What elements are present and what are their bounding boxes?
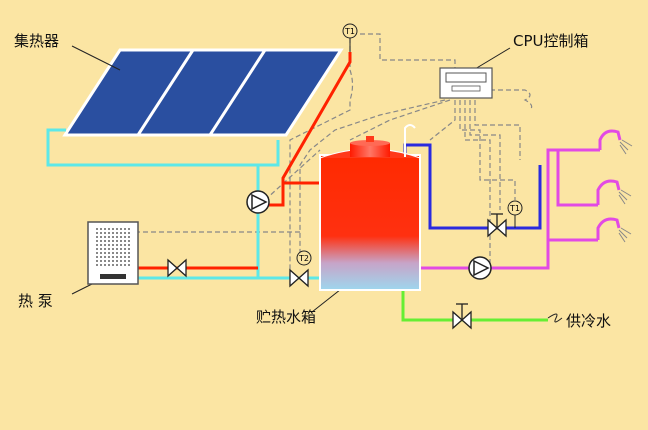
- sensor-t1-top: T1: [342, 23, 358, 52]
- collector-label: 集热器: [14, 32, 60, 50]
- storage-tank: [319, 124, 421, 291]
- cold-water-label: 供冷水: [566, 312, 612, 330]
- sensor-t1-hot: T1: [507, 200, 523, 228]
- circulation-pump-supply: [468, 256, 492, 280]
- heat-pump-label: 热 泵: [18, 292, 53, 310]
- sensor-t2-tank: T2: [296, 250, 312, 266]
- blue-supply-pipe: [403, 143, 542, 230]
- cpu-control-box-label: CPU控制箱: [513, 32, 589, 50]
- sensor-t1-hot-label: T1: [509, 204, 520, 213]
- control-wire-valve: [469, 100, 501, 210]
- control-wire-t1-hot: [459, 100, 516, 200]
- collector-panel-3: [207, 48, 344, 137]
- storage-tank-label: 贮热水箱: [256, 308, 317, 326]
- valve-heatpump: [167, 258, 187, 278]
- tank-cap: [350, 143, 390, 157]
- hot-pipes: [138, 52, 352, 270]
- control-wire-t1-top: [289, 30, 354, 285]
- heat-pump-unit: [87, 221, 139, 285]
- sensor-t2-label: T2: [298, 254, 309, 263]
- control-wire-cpu-up: [360, 33, 456, 70]
- solar-collector: [62, 48, 344, 137]
- cold-water-pipe: [401, 290, 548, 322]
- circulation-pump-collector: [246, 190, 270, 214]
- control-wire-a: [429, 100, 456, 141]
- control-wire-pump: [464, 100, 491, 270]
- valve-cold-water: [452, 303, 472, 330]
- control-wire-c: [490, 89, 533, 111]
- faucet-sprays: [618, 139, 633, 243]
- sensor-t1-top-label: T1: [344, 27, 355, 36]
- control-wires: [135, 30, 533, 285]
- vent-pipe: [404, 124, 416, 157]
- valve-tank-inlet: [289, 268, 309, 288]
- valve-hot-supply: [487, 213, 507, 238]
- cpu-control-box: [439, 67, 493, 99]
- tank-body: [319, 154, 421, 291]
- control-wire-t2: [299, 99, 446, 255]
- control-wire-b: [474, 100, 521, 160]
- control-wire-pump-signal: [264, 149, 321, 201]
